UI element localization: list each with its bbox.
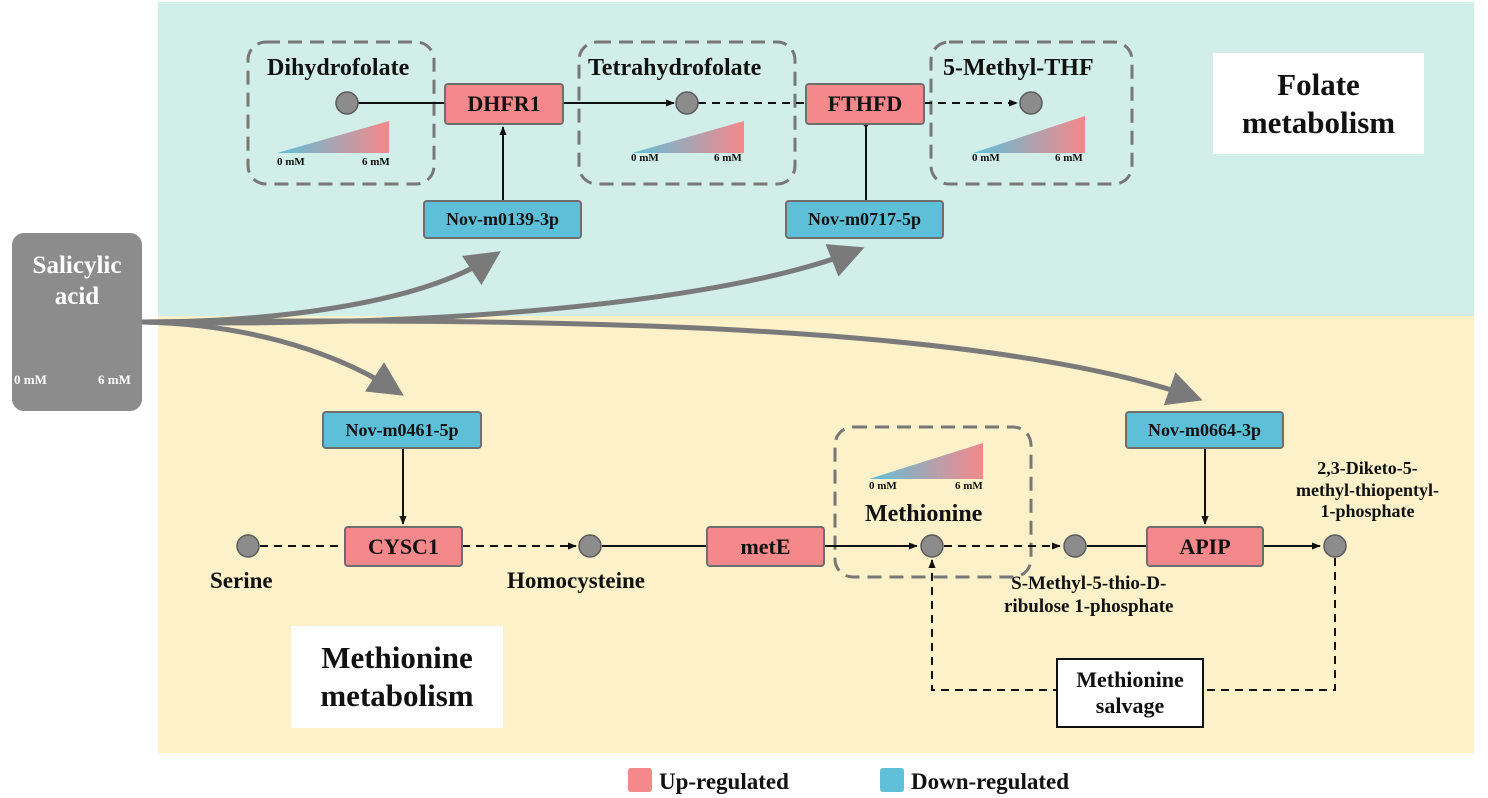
gradient-wedge-dihydrofolate xyxy=(277,121,389,153)
gradient-wedge-methionine xyxy=(869,443,983,479)
label-mtrp-line2: ribulose 1-phosphate xyxy=(1004,595,1174,617)
label-tetrahydrofolate: Tetrahydrofolate xyxy=(588,55,762,81)
label-serine: Serine xyxy=(210,568,273,593)
mirna-m0461: Nov-m0461-5p xyxy=(322,411,482,449)
enzyme-dhfr1: DHFR1 xyxy=(444,83,564,125)
enzyme-fthfd: FTHFD xyxy=(805,83,925,125)
legend-up-label: Up-regulated xyxy=(659,769,789,794)
node-homocysteine xyxy=(578,534,602,558)
methionine-metabolism-title: Methionine metabolism xyxy=(291,626,503,728)
gradient-wedge-tetrahydrofolate xyxy=(632,121,744,153)
label-dkmtp-line2: methyl-thiopentyl- xyxy=(1296,479,1439,500)
mirna-m0139: Nov-m0139-3p xyxy=(423,200,582,239)
tick-dihydrofolate-max: 6 mM xyxy=(362,156,390,168)
methionine-title-line2: metabolism xyxy=(320,678,474,713)
node-methionine xyxy=(920,534,944,558)
label-dkmtp-line3: 1-phosphate xyxy=(1320,501,1415,522)
methionine-salvage-box: Methionine salvage xyxy=(1056,658,1204,728)
label-methyl-thf: 5-Methyl-THF xyxy=(943,55,1094,81)
salicylic-acid-tick-max: 6 mM xyxy=(98,372,131,387)
tick-methionine-max: 6 mM xyxy=(955,480,983,492)
node-dihydrofolate xyxy=(335,91,359,115)
label-dkmtp-line1: 2,3-Diketo-5- xyxy=(1317,458,1418,478)
tick-dihydrofolate-min: 0 mM xyxy=(277,156,305,168)
enzyme-mete: metE xyxy=(706,526,825,567)
node-tetrahydrofolate xyxy=(675,91,699,115)
folate-title-line1: Folate xyxy=(1277,66,1360,102)
sa-arrow-m0664 xyxy=(141,318,1203,406)
salicylic-acid-line1: Salicylic xyxy=(32,252,122,279)
salicylic-acid-line2: acid xyxy=(54,283,100,311)
label-mtrp-line1: S-Methyl-5-thio-D- xyxy=(1011,573,1167,594)
enzyme-cysc1: CYSC1 xyxy=(344,526,463,567)
label-mtrp: S-Methyl-5-thio-D- ribulose 1-phosphate xyxy=(1004,573,1173,619)
node-serine xyxy=(236,534,260,558)
folate-metabolism-title: Folate metabolism xyxy=(1213,53,1424,154)
enzyme-apip: APIP xyxy=(1146,526,1264,567)
tick-tetrahydrofolate-max: 6 mM xyxy=(714,152,742,164)
node-methyl-thf xyxy=(1019,91,1043,115)
tick-methyl-thf-max: 6 mM xyxy=(1055,152,1083,164)
methionine-box xyxy=(833,425,1033,579)
gradient-wedge-methyl-thf xyxy=(973,116,1085,153)
tick-tetrahydrofolate-min: 0 mM xyxy=(631,152,659,164)
salicylic-acid-box xyxy=(12,233,142,411)
legend-down-label: Down-regulated xyxy=(911,769,1070,794)
legend-down-swatch xyxy=(880,768,904,792)
salvage-line1: Methionine xyxy=(1076,666,1184,692)
folate-region xyxy=(158,2,1474,316)
node-dkmtp xyxy=(1323,534,1347,558)
salicylic-acid-tick-min: 0 mM xyxy=(14,372,47,387)
label-homocysteine: Homocysteine xyxy=(507,568,645,593)
mirna-m0717: Nov-m0717-5p xyxy=(785,200,944,239)
mirna-m0664: Nov-m0664-3p xyxy=(1125,411,1284,449)
label-dkmtp: 2,3-Diketo-5- methyl-thiopentyl- 1-phosp… xyxy=(1296,458,1439,523)
legend-up-swatch xyxy=(628,768,652,792)
folate-title-line2: metabolism xyxy=(1241,104,1396,140)
salicylic-acid-label: Salicylic acid xyxy=(12,250,142,313)
dihydrofolate-box xyxy=(246,40,436,186)
tetrahydrofolate-box xyxy=(577,40,797,186)
label-dihydrofolate: Dihydrofolate xyxy=(267,55,410,81)
tick-methionine-min: 0 mM xyxy=(869,480,897,492)
methyl-thf-box xyxy=(929,40,1134,186)
node-mtrp xyxy=(1063,534,1087,558)
tick-methyl-thf-min: 0 mM xyxy=(972,152,1000,164)
label-methionine: Methionine xyxy=(865,501,983,527)
methionine-title-line1: Methionine xyxy=(321,640,473,676)
salvage-line2: salvage xyxy=(1095,693,1165,718)
